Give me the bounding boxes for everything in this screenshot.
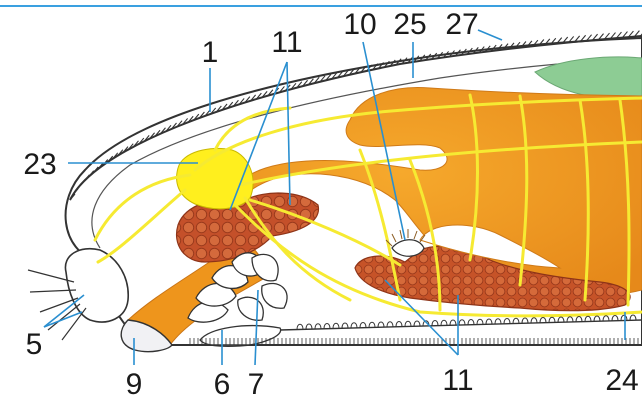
- callout-11-bottom: 11: [442, 364, 473, 397]
- callout-1: 1: [202, 36, 219, 69]
- callout-11-top: 11: [271, 26, 302, 59]
- callout-24: 24: [605, 364, 638, 397]
- callout-27: 27: [445, 8, 478, 41]
- callout-5: 5: [26, 328, 43, 361]
- callout-9: 9: [126, 368, 143, 401]
- callout-23: 23: [23, 148, 56, 181]
- callout-7: 7: [248, 368, 265, 401]
- callout-10: 10: [343, 8, 376, 41]
- callout-25: 25: [393, 8, 426, 41]
- callout-6: 6: [214, 368, 231, 401]
